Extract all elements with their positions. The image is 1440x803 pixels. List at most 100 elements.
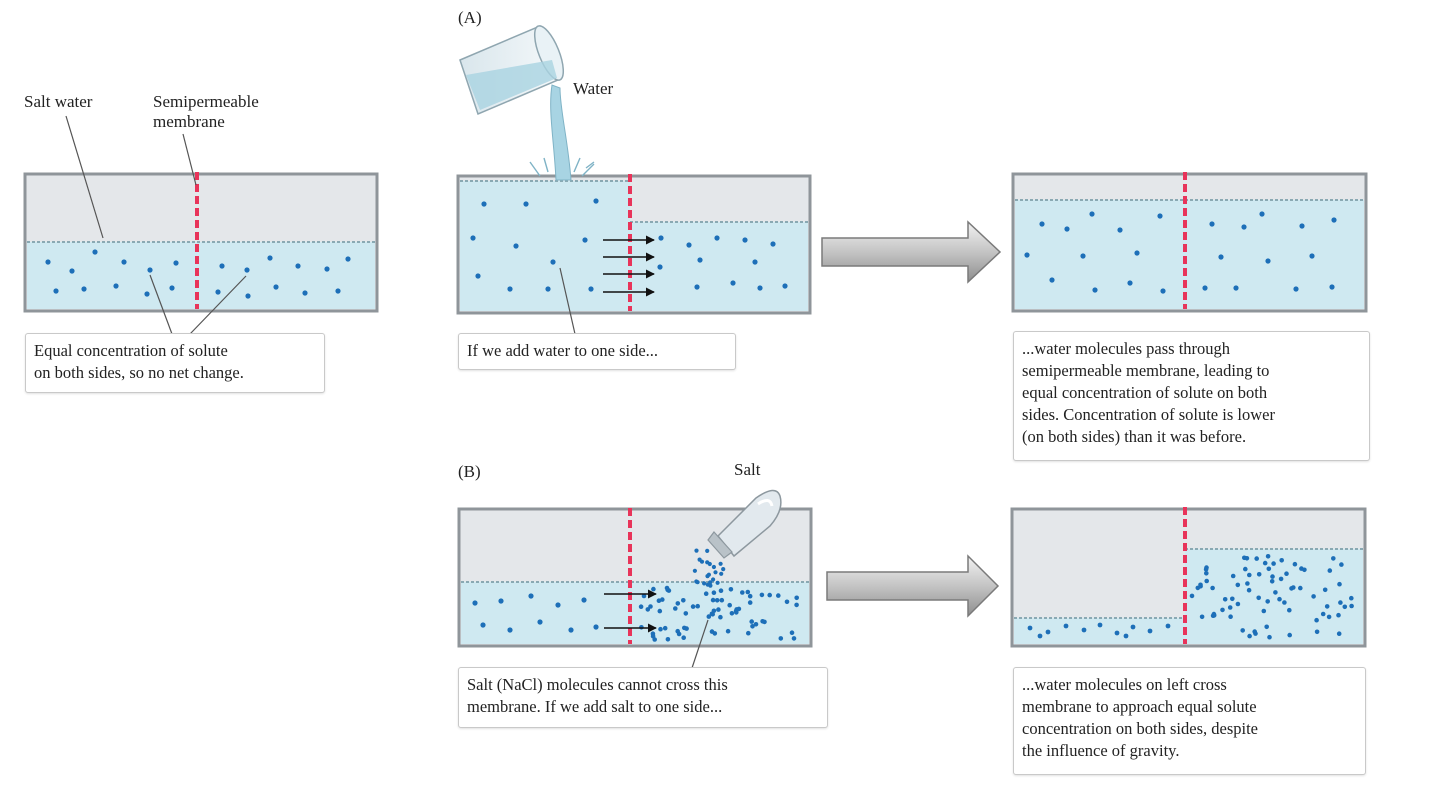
salt-particle (734, 610, 739, 615)
salt-particle (747, 600, 753, 605)
panel-b-label: (B) (458, 462, 481, 481)
salt-particle (1198, 582, 1203, 588)
salt-particle (1246, 587, 1252, 593)
process-arrow-b (826, 554, 1000, 618)
salt-particle (718, 588, 724, 593)
salt-particle (794, 602, 799, 608)
salt-particle (660, 597, 665, 602)
salt-particle (1267, 634, 1272, 640)
salt-particle (747, 593, 753, 599)
salt-particle (706, 614, 712, 619)
salt-particle (746, 630, 751, 636)
salt-particle (791, 636, 797, 641)
salt-particle (1256, 572, 1262, 577)
salt-particle (1311, 594, 1316, 599)
salt-particle (727, 602, 732, 608)
salt-particle (1320, 611, 1326, 617)
salt-particle (729, 611, 735, 616)
salt-particle (1264, 624, 1269, 630)
salt-particle (1342, 604, 1348, 610)
tank-b-after (1010, 507, 1367, 648)
salt-particle (1322, 587, 1328, 593)
solute-dots (470, 198, 788, 292)
salt-particle (711, 608, 717, 614)
salt-particle (725, 628, 731, 634)
salt-particle (753, 622, 759, 627)
salt-particle (719, 597, 725, 603)
salt-particle (675, 601, 681, 606)
salt-particle (652, 637, 657, 642)
tank-b-before (457, 507, 813, 669)
salt-particle (1252, 629, 1257, 634)
salt-particle (1266, 566, 1272, 572)
salt-particle (712, 631, 718, 636)
salt-particle (695, 580, 700, 585)
salt-particle (703, 591, 709, 596)
salt-particle (658, 626, 663, 632)
salt-particle (1292, 561, 1298, 567)
salt-particle (1230, 573, 1236, 579)
salt-particle (767, 592, 772, 598)
salt-particle (728, 587, 734, 592)
salt-particle (1261, 608, 1267, 614)
salt-particle (681, 635, 686, 640)
salt-particle (1349, 595, 1354, 601)
salt-particle (1240, 628, 1245, 633)
salt-particle (1282, 600, 1287, 605)
salt-particle (690, 604, 696, 609)
salt-particle (648, 604, 653, 609)
salt-particle (1254, 556, 1259, 561)
salt-particle (719, 571, 724, 576)
caption-salt-result: ...water molecules on left cross membran… (1013, 667, 1366, 775)
salt-particle (692, 568, 698, 573)
tank-a-before (456, 174, 812, 335)
salt-particle (1265, 554, 1271, 559)
salt-particle (1244, 556, 1250, 561)
flow-arrows (603, 235, 655, 297)
salt-particle (1287, 632, 1292, 638)
salt-particle (695, 603, 700, 609)
salt-particle (1269, 579, 1275, 584)
solute-dots (1024, 211, 1337, 294)
salt-particle (1278, 576, 1284, 582)
tank-equilibrium (23, 115, 379, 335)
salt-particle (711, 590, 717, 595)
salt-particle (1220, 607, 1225, 613)
salt-particle (651, 586, 656, 592)
salt-particle (1204, 565, 1209, 570)
membrane-label: Semipermeable membrane (153, 92, 259, 131)
salt-particle (740, 590, 745, 595)
salt-particle (1284, 571, 1289, 576)
salt-particle (673, 606, 678, 611)
salt-particle (1331, 556, 1336, 561)
salt-particle (716, 607, 721, 612)
salt-particle (1349, 603, 1354, 609)
caption-add-water: If we add water to one side... (458, 333, 736, 370)
salt-particle (638, 604, 644, 609)
salt-particle (694, 548, 699, 553)
salt-particle (1222, 597, 1228, 602)
water-label: Water (573, 79, 614, 98)
salt-particle (760, 619, 765, 624)
salt-particle (718, 614, 723, 620)
salt-particle (1204, 578, 1209, 584)
salt-particle (1336, 612, 1341, 618)
salt-particle (675, 628, 680, 634)
salt-particle (1189, 593, 1195, 599)
salt-particle (750, 624, 755, 629)
salt-particle (682, 625, 687, 631)
salt-particle (1195, 585, 1201, 591)
salt-particle (1271, 561, 1276, 566)
salt-particle (715, 580, 720, 585)
salt-particle (1291, 585, 1296, 590)
salt-particle (665, 637, 671, 642)
salt-particle (778, 636, 784, 641)
salt-particle (1339, 562, 1344, 567)
salt-particle (794, 595, 799, 601)
salt-particle (711, 564, 717, 570)
salt-particle (1302, 567, 1307, 573)
salt-particle (776, 593, 781, 598)
salt-particle (711, 577, 716, 582)
panel-a-label: (A) (458, 8, 482, 27)
